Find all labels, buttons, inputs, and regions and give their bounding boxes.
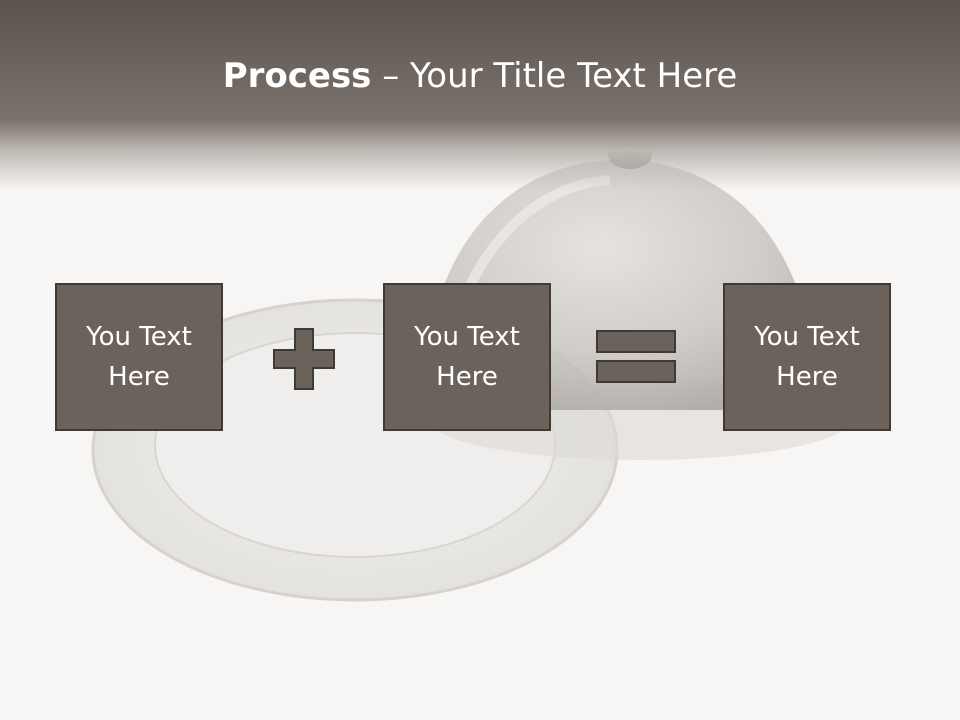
slide-title: Process – Your Title Text Here [0, 52, 960, 100]
box-2-line-1: You Text [414, 322, 520, 352]
box-2-line-2: Here [436, 362, 498, 392]
equals-icon [596, 330, 676, 383]
process-box-3: You Text Here [723, 283, 891, 431]
box-3-line-2: Here [776, 362, 838, 392]
process-box-2: You Text Here [383, 283, 551, 431]
process-box-1: You Text Here [55, 283, 223, 431]
box-1-line-2: Here [108, 362, 170, 392]
box-3-line-1: You Text [754, 322, 860, 352]
title-band [0, 0, 960, 190]
plus-icon [273, 328, 335, 390]
title-rest: – Your Title Text Here [371, 56, 738, 96]
title-bold: Process [222, 56, 372, 96]
box-1-line-1: You Text [86, 322, 192, 352]
